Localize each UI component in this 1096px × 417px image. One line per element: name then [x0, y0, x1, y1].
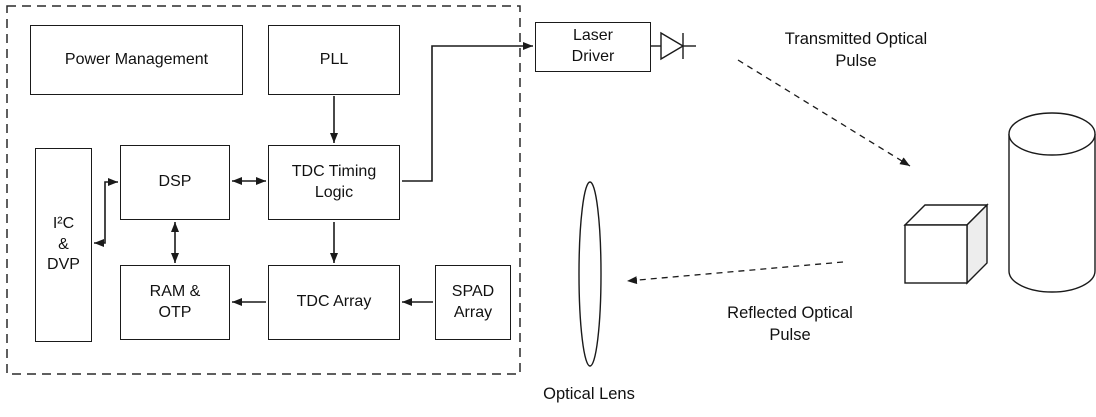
label-reflected-pulse: Reflected Optical Pulse [727, 304, 853, 345]
block-dsp-label: DSP [158, 173, 192, 191]
block-i2c-dvp: I²C & DVP [35, 148, 92, 342]
block-pll: PLL [268, 25, 400, 95]
chip-boundary [6, 5, 521, 375]
label-transmitted-pulse: Transmitted Optical Pulse [784, 30, 928, 71]
block-laser-driver-label: Laser Driver [571, 27, 615, 65]
block-spad-array-label: SPAD Array [451, 282, 495, 321]
block-tdc-timing-logic-label: TDC Timing Logic [291, 162, 377, 201]
laser-diode-icon [651, 31, 696, 61]
arrow-transmitted-beam [737, 59, 911, 167]
block-pll-label: PLL [319, 50, 349, 68]
arrow-tdc-timing-to-laser-driver [402, 42, 533, 182]
block-power-management: Power Management [30, 25, 243, 95]
arrow-reflected-beam [626, 261, 844, 285]
arrow-i2c-dsp-bidirectional [94, 178, 118, 247]
block-laser-driver: Laser Driver [535, 22, 651, 72]
target-cube-shape [903, 203, 989, 285]
optical-lens-shape [578, 181, 602, 367]
block-tdc-array: TDC Array [268, 265, 400, 340]
block-spad-array: SPAD Array [435, 265, 511, 340]
block-tdc-array-label: TDC Array [296, 293, 372, 311]
block-power-management-label: Power Management [64, 50, 209, 68]
block-ram-otp: RAM & OTP [120, 265, 230, 340]
block-ram-otp-label: RAM & OTP [149, 282, 201, 321]
block-dsp: DSP [120, 145, 230, 220]
label-optical-lens: Optical Lens [543, 385, 635, 403]
block-i2c-dvp-label: I²C & DVP [47, 214, 80, 274]
target-cylinder-shape [1008, 112, 1096, 293]
block-tdc-timing-logic: TDC Timing Logic [268, 145, 400, 220]
